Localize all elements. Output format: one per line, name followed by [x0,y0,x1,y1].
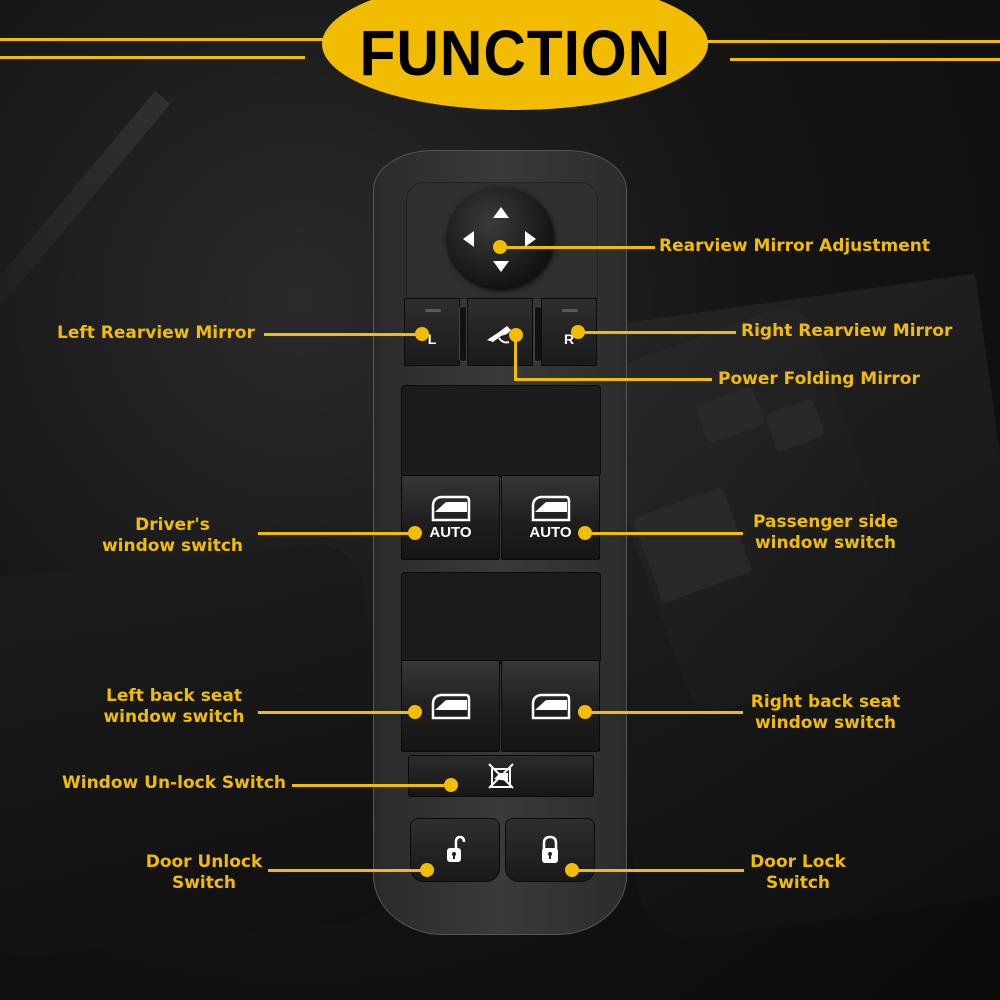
callout-line [292,784,452,787]
background-ghost-button [694,385,766,445]
background-switch-panel-blurred [575,299,925,721]
callout-line [258,532,416,535]
unlocked-padlock-icon [447,835,466,862]
label-drivers-window-switch: Driver's window switch [100,515,245,557]
label-door-unlock-switch: Door Unlock Switch [140,852,268,894]
label-right-rearview-mirror: Right Rearview Mirror [741,321,953,341]
letter-l: L [427,331,437,347]
label-right-back-seat-window-switch: Right back seat window switch [748,692,903,734]
callout-line [514,378,712,381]
front-window-well [401,385,601,477]
button-divider [459,306,467,362]
callout-dot [444,778,458,792]
passenger-window-switch[interactable]: AUTO [501,475,600,560]
label-line: window switch [101,536,244,556]
header-rule-right-bottom [730,58,1000,61]
callout-line [268,869,428,872]
arrow-down-icon [493,261,509,272]
power-fold-mirror-button[interactable] [467,298,533,366]
label-line: window switch [103,707,245,727]
callout-line [264,333,424,336]
label-line: Switch [765,873,831,893]
letter-r: R [563,331,575,347]
window-icon [531,495,570,522]
label-passenger-window-switch: Passenger side window switch [748,512,903,554]
label-line: Switch [171,873,237,893]
background-ghost-window-button [632,486,753,604]
left-mirror-button[interactable]: L [404,298,460,366]
rear-window-well [401,572,601,664]
callout-line [258,711,416,714]
indicator-led [562,309,578,312]
callout-line [585,711,743,714]
arrow-up-icon [493,207,509,218]
locked-padlock-icon [542,835,558,863]
header-rule-left-top [0,38,325,41]
callout-line [500,246,655,249]
callout-dot [415,327,429,341]
label-window-unlock-switch: Window Un-lock Switch [62,773,287,793]
label-left-rearview-mirror: Left Rearview Mirror [57,323,255,343]
auto-badge: AUTO [529,524,572,541]
callout-line [572,869,744,872]
arrow-left-icon [463,231,474,247]
callout-line [585,532,743,535]
label-rearview-mirror-adjustment: Rearview Mirror Adjustment [659,236,931,256]
label-line: Left back seat [106,686,242,706]
indicator-led [425,309,441,312]
window-icon [431,693,470,720]
label-left-back-seat-window-switch: Left back seat window switch [100,686,248,728]
label-line: Driver's [135,515,210,535]
label-power-folding-mirror: Power Folding Mirror [718,369,920,389]
background-ghost-button [764,397,826,453]
header-rule-left-bottom [0,56,305,59]
label-line: window switch [754,713,897,733]
callout-dot [420,863,434,877]
window-lock-button[interactable] [408,755,594,797]
callout-line [578,331,736,334]
window-lock-crossed-icon [488,763,514,789]
background-streak [0,91,171,349]
window-icon [431,495,470,522]
callout-dot [408,526,422,540]
label-line: Door Lock [750,852,846,872]
title-badge: FUNCTION [322,0,708,110]
label-line: window switch [754,533,897,553]
label-line: Door Unlock [145,852,263,872]
page-title: FUNCTION [359,17,671,89]
driver-window-switch[interactable]: AUTO [401,475,500,560]
callout-dot [408,705,422,719]
label-line: Right back seat [750,692,901,712]
mirror-fold-icon [487,326,511,344]
label-line: Passenger side [753,512,898,532]
auto-badge: AUTO [429,524,472,541]
arrow-right-icon [525,231,536,247]
header-rule-right-top [700,40,1000,43]
label-door-lock-switch: Door Lock Switch [742,852,854,894]
door-lock-button[interactable] [505,818,595,882]
window-icon [531,693,570,720]
background-left-panel [0,539,399,961]
callout-line [514,335,517,380]
